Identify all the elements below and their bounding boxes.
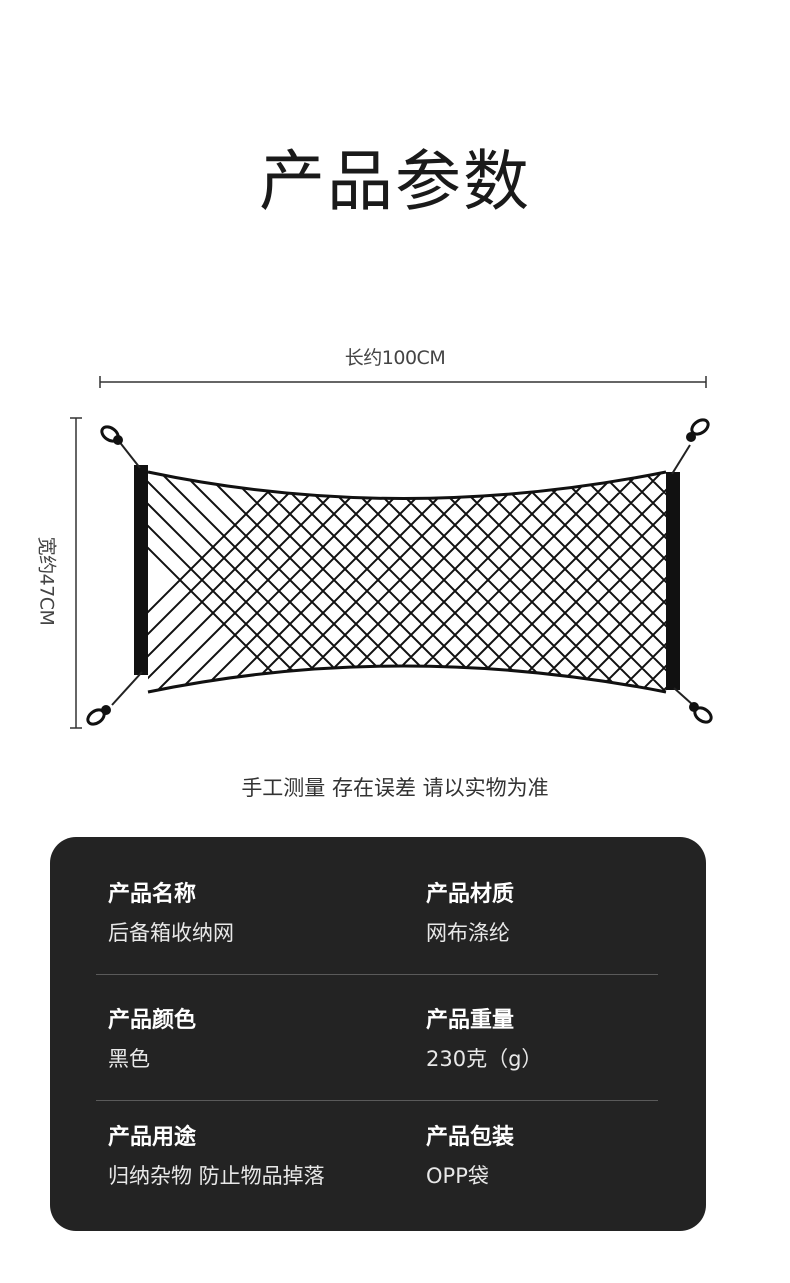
divider xyxy=(96,1100,658,1101)
spec-label: 产品材质 xyxy=(426,882,515,907)
spec-item-color: 产品颜色 黑色 xyxy=(108,1007,388,1073)
spec-panel: 产品名称 后备箱收纳网 产品材质 网布涤纶 产品颜色 黑色 产品重量 230克（… xyxy=(50,837,706,1231)
divider xyxy=(96,974,658,975)
spec-value: 后备箱收纳网 xyxy=(108,921,234,945)
product-figure xyxy=(70,376,713,729)
spec-item-material: 产品材质 网布涤纶 xyxy=(426,881,706,947)
length-dimension-line xyxy=(99,376,707,388)
page-title: 产品参数 xyxy=(259,143,531,220)
spec-label: 产品颜色 xyxy=(108,1008,197,1033)
left-support-bar xyxy=(134,465,148,675)
spec-value: OPP袋 xyxy=(426,1164,489,1188)
spec-item-name: 产品名称 后备箱收纳网 xyxy=(108,881,388,947)
right-support-bar xyxy=(666,472,680,690)
spec-value: 黑色 xyxy=(108,1047,150,1071)
cargo-net xyxy=(148,472,666,692)
width-dimension-line xyxy=(70,417,82,729)
spec-item-weight: 产品重量 230克（g） xyxy=(426,1007,706,1073)
spec-value: 230克（g） xyxy=(426,1047,543,1071)
spec-item-usage: 产品用途 归纳杂物 防止物品掉落 xyxy=(108,1124,388,1190)
spec-label: 产品名称 xyxy=(108,882,197,907)
spec-value: 网布涤纶 xyxy=(426,921,510,945)
spec-label: 产品用途 xyxy=(108,1125,197,1150)
length-dimension-label: 长约100CM xyxy=(344,347,446,369)
spec-value: 归纳杂物 防止物品掉落 xyxy=(108,1164,325,1188)
spec-label: 产品重量 xyxy=(426,1008,515,1033)
hook-icon xyxy=(86,418,713,726)
measurement-disclaimer: 手工测量 存在误差 请以实物为准 xyxy=(241,776,549,800)
spec-item-packaging: 产品包装 OPP袋 xyxy=(426,1124,706,1190)
spec-label: 产品包装 xyxy=(426,1125,515,1150)
